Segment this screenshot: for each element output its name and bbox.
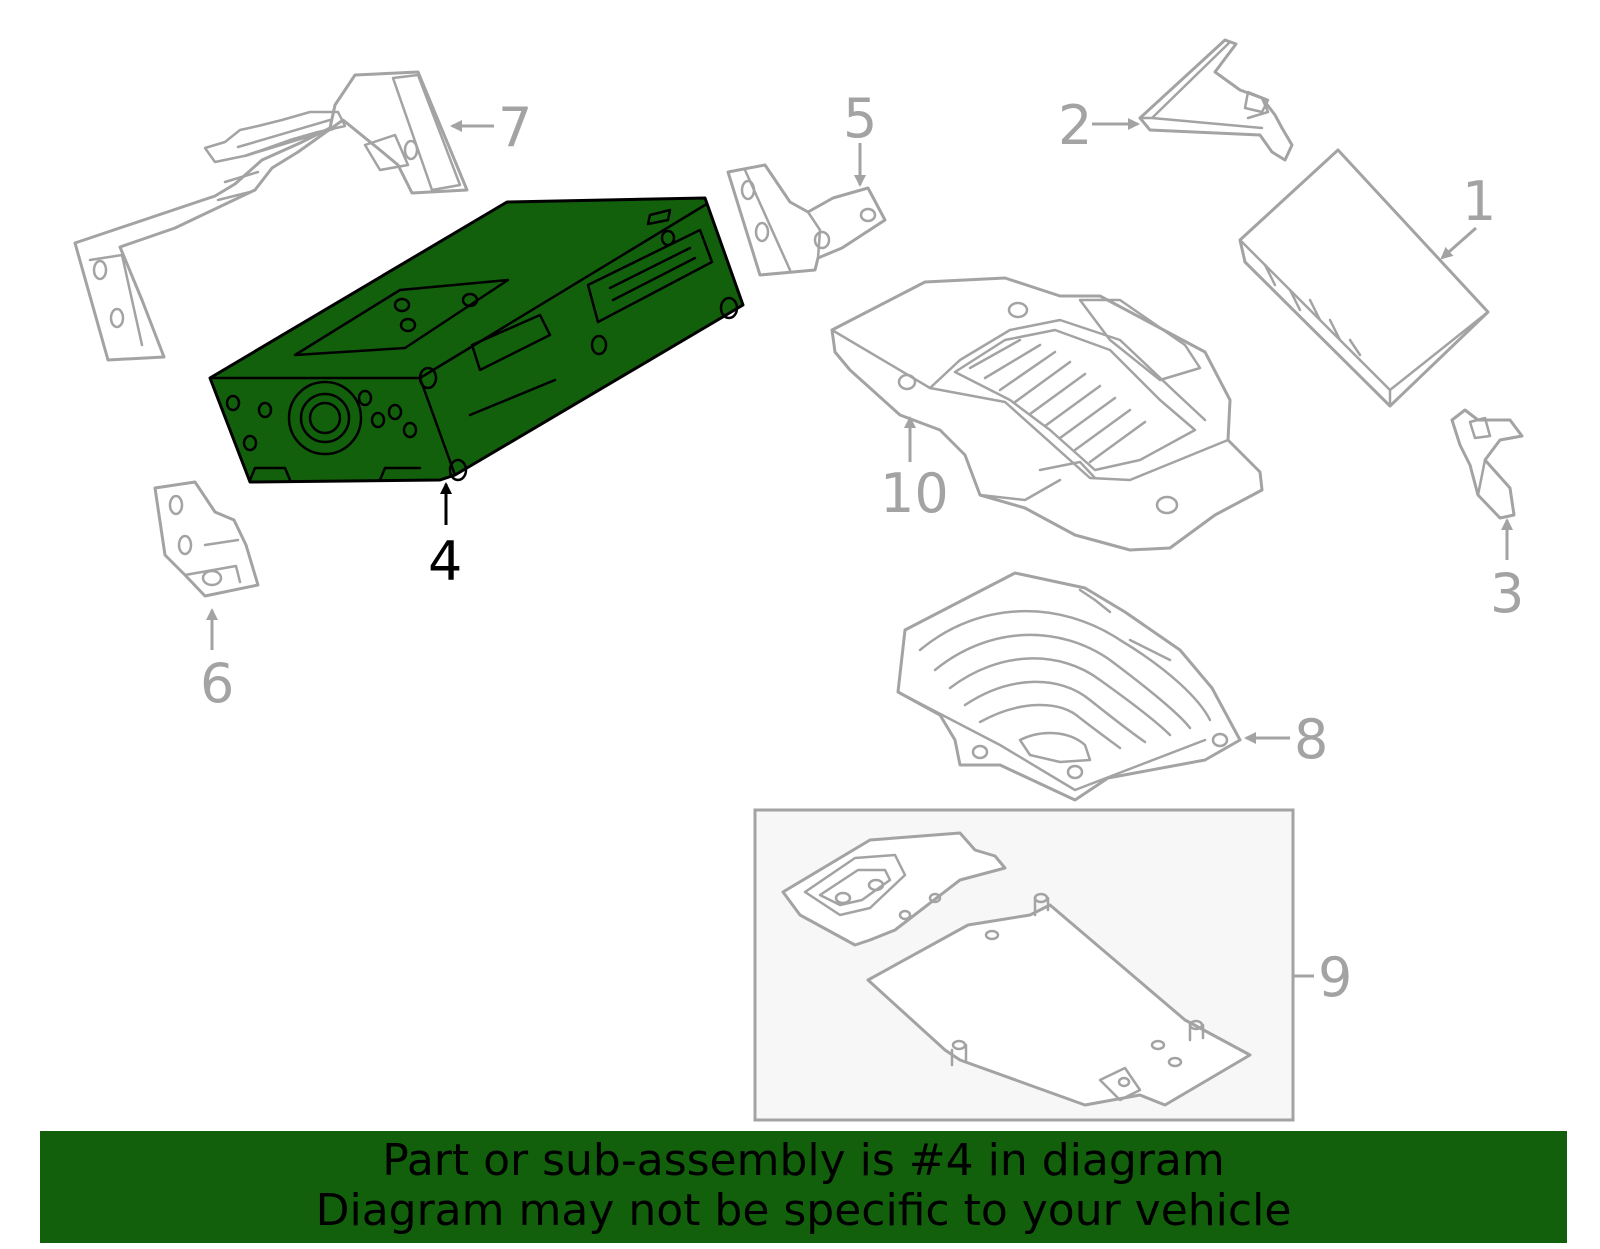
part-8-module[interactable]: [896, 571, 1242, 802]
callout-7: 7: [498, 96, 532, 159]
part-5-bracket[interactable]: [726, 163, 887, 277]
banner-line-2: Diagram may not be specific to your vehi…: [315, 1185, 1292, 1236]
part-6-bracket[interactable]: [153, 480, 260, 598]
callout-4: 4: [428, 530, 462, 593]
part-4-module[interactable]: [208, 196, 745, 484]
part-7-bracket[interactable]: [73, 70, 469, 362]
callout-6: 6: [200, 652, 234, 715]
part-9-kit[interactable]: [781, 831, 1252, 1107]
part-3-clip[interactable]: [1450, 408, 1524, 520]
callout-2: 2: [1058, 94, 1092, 157]
part-1-module[interactable]: [1238, 148, 1490, 408]
part-2-bracket[interactable]: [1138, 38, 1294, 162]
info-banner: Part or sub-assembly is #4 in diagram Di…: [40, 1131, 1567, 1243]
callout-1: 1: [1462, 170, 1496, 233]
callout-3: 3: [1490, 562, 1524, 625]
callout-8: 8: [1294, 708, 1328, 771]
callout-9: 9: [1318, 946, 1352, 1009]
callout-10: 10: [880, 462, 949, 525]
part-10-module[interactable]: [830, 276, 1264, 552]
banner-line-1: Part or sub-assembly is #4 in diagram: [382, 1135, 1225, 1186]
callout-5: 5: [843, 87, 877, 150]
